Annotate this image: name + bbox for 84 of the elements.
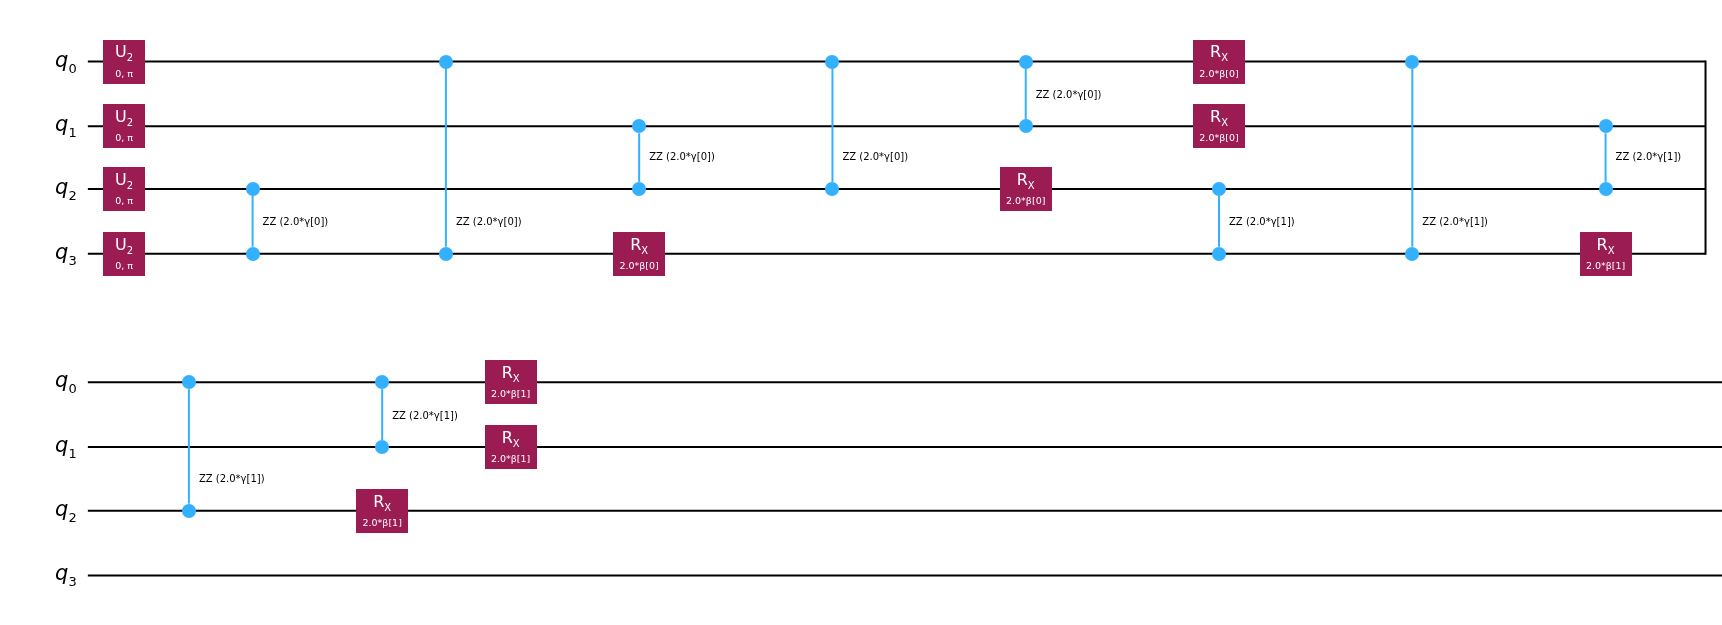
controlled-gate-line (381, 388, 384, 441)
gate-box (103, 166, 146, 211)
edge-label: ZZ (2.0*γ[0]) (1033, 87, 1104, 101)
edge-label: ZZ (2.0*γ[0]) (260, 214, 331, 228)
gate-name: R$_{X}$ (501, 364, 520, 387)
control-dot (375, 439, 390, 454)
gate-name: R$_{X}$ (1210, 43, 1228, 66)
gate-box (1193, 104, 1245, 149)
gate-name: R$_{X}$ (501, 428, 520, 452)
gate-box (613, 231, 666, 276)
control-dot (438, 54, 453, 69)
controlled-gate-line (1024, 67, 1027, 121)
control-dot (1405, 246, 1420, 261)
gate-name: U$_{2}$ (115, 235, 134, 258)
gate-box (484, 360, 537, 405)
control-dot (1405, 54, 1420, 69)
control-dot (825, 54, 840, 69)
gate-box (103, 104, 146, 149)
edge-label: ZZ (2.0*γ[1]) (196, 471, 267, 485)
control-dot (375, 375, 390, 390)
edge-label: ZZ (2.0*γ[1]) (1227, 214, 1297, 228)
edge-label: ZZ (2.0*γ[1]) (1420, 214, 1490, 228)
edge-label: ZZ (2.0*γ[0]) (453, 214, 524, 228)
control-dot (245, 181, 260, 196)
control-dot (181, 503, 196, 518)
gate-box (999, 166, 1052, 211)
control-dot (1018, 54, 1033, 69)
qubit-label: q$_{0}$ (55, 47, 77, 76)
qubit-label: q$_{1}$ (55, 433, 77, 461)
gate-box (484, 424, 537, 469)
controlled-gate-line (1411, 67, 1414, 248)
gate-name: R$_{X}$ (630, 235, 649, 258)
gate-parameter: 2.0*β[1] (490, 388, 531, 401)
controlled-gate-line (638, 132, 641, 183)
gate-name: U$_{2}$ (115, 43, 134, 66)
gate-parameter: 2.0*β[0] (1199, 132, 1239, 145)
control-dot (181, 375, 196, 390)
edge-label: ZZ (2.0*γ[1]) (1613, 150, 1684, 163)
controlled-gate-line (251, 194, 254, 248)
qubit-label: q$_{3}$ (55, 561, 77, 590)
control-dot (1018, 119, 1033, 134)
gate-parameter: 0, π (115, 67, 133, 80)
control-dot (632, 119, 647, 134)
edge-label: ZZ (2.0*γ[1]) (390, 408, 460, 422)
controlled-gate-line (1604, 132, 1607, 183)
gate-parameter: 0, π (115, 259, 133, 272)
edge-label: ZZ (2.0*γ[0]) (840, 150, 911, 163)
control-dot (825, 181, 840, 196)
gate-parameter: 2.0*β[1] (1585, 259, 1626, 272)
gate-name: R$_{X}$ (1016, 170, 1035, 193)
gate-parameter: 2.0*β[1] (490, 453, 531, 466)
gate-box (103, 39, 146, 84)
qubit-label: q$_{3}$ (55, 240, 77, 268)
gate-parameter: 2.0*β[0] (619, 259, 659, 272)
control-dot (1212, 181, 1226, 196)
gate-box (1579, 231, 1632, 276)
gate-name: R$_{X}$ (1596, 235, 1615, 258)
gate-box (1193, 39, 1245, 84)
gate-box (356, 488, 409, 533)
edge-label: ZZ (2.0*γ[0]) (647, 150, 717, 163)
control-dot (438, 246, 453, 261)
controlled-gate-line (1218, 194, 1220, 248)
gate-parameter: 0, π (115, 195, 133, 207)
controlled-gate-line (831, 67, 834, 183)
control-dot (1212, 246, 1226, 261)
gate-name: U$_{2}$ (115, 170, 134, 193)
controlled-gate-line (187, 388, 190, 505)
gate-box (103, 231, 146, 276)
gate-name: U$_{2}$ (115, 108, 134, 131)
gate-name: R$_{X}$ (1210, 108, 1228, 131)
qubit-label: q$_{2}$ (55, 497, 77, 525)
control-dot (1598, 181, 1613, 196)
gate-name: R$_{X}$ (373, 492, 392, 515)
gate-parameter: 2.0*β[0] (1006, 195, 1046, 207)
qubit-label: q$_{2}$ (55, 175, 77, 203)
gate-parameter: 0, π (115, 132, 133, 145)
qubit-label: q$_{0}$ (55, 368, 77, 396)
gate-parameter: 2.0*β[1] (362, 516, 402, 529)
gate-parameter: 2.0*β[0] (1199, 67, 1239, 80)
control-dot (245, 246, 260, 261)
qubit-label: q$_{1}$ (55, 112, 77, 140)
control-dot (1598, 119, 1613, 134)
control-dot (632, 181, 647, 196)
controlled-gate-line (444, 67, 447, 248)
